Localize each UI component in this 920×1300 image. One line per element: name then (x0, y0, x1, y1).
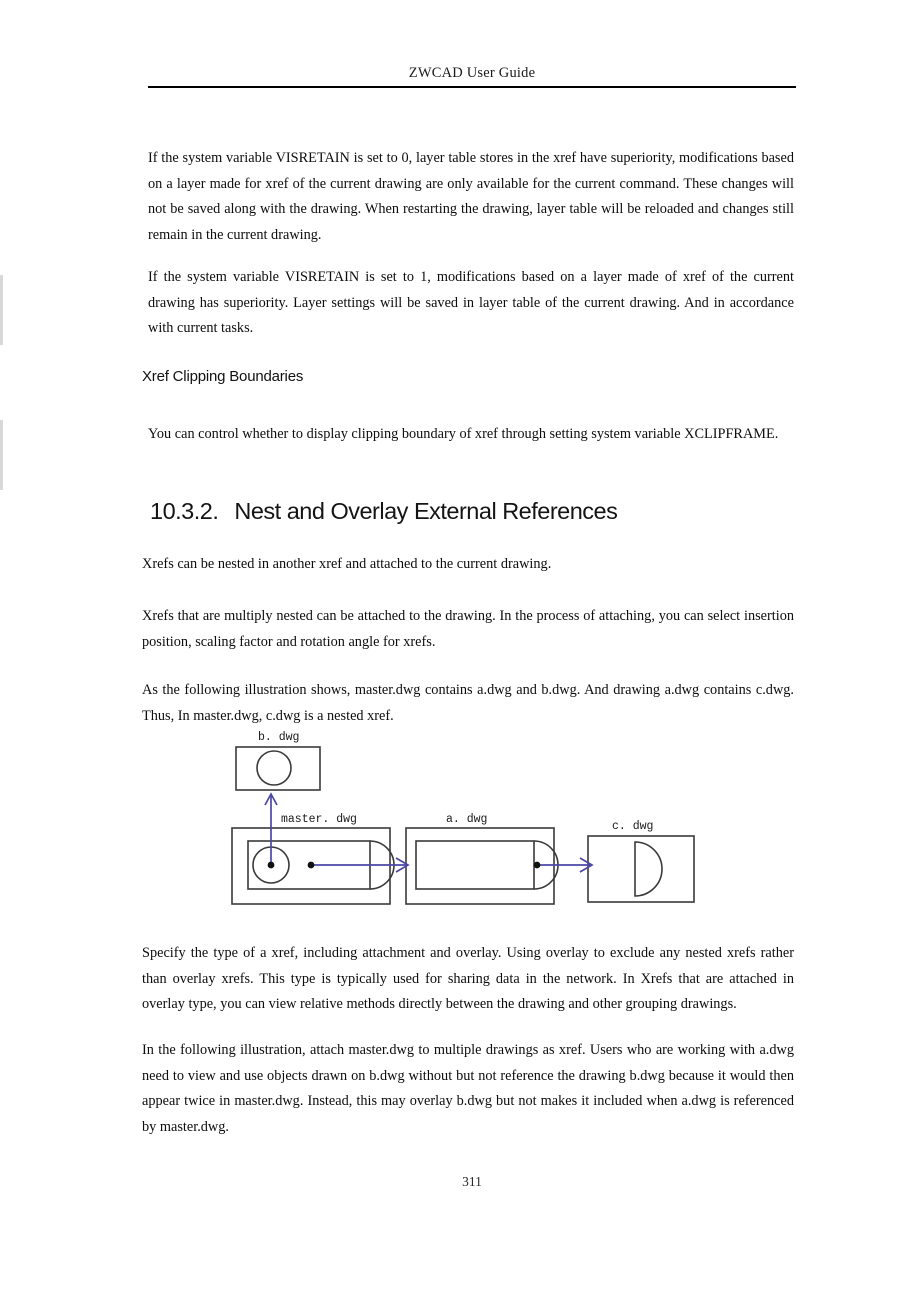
xref-nesting-diagram: b. dwg master. dwg a. dwg c. dwg (224, 726, 702, 916)
b-dwg-box (235, 746, 321, 791)
label-master-dwg: master. dwg (281, 813, 357, 826)
a-dwg-insertion-dot (533, 861, 541, 869)
label-b-dwg: b. dwg (258, 731, 299, 744)
paragraph-illustration-intro: As the following illustration shows, mas… (142, 682, 794, 724)
header-title: ZWCAD User Guide (408, 65, 536, 81)
a-dwg-inner-box (415, 840, 535, 890)
page-header: ZWCAD User Guide (148, 64, 796, 82)
paragraph-xrefs-nested: Xrefs can be nested in another xref and … (142, 556, 552, 572)
master-insertion-dot-circle (267, 861, 275, 869)
label-a-dwg: a. dwg (446, 813, 487, 826)
arrowhead-a-dwg (395, 857, 410, 873)
paragraph-multiply-nested: Xrefs that are multiply nested can be at… (142, 608, 794, 650)
subheading-xref-clipping-boundaries: Xref Clipping Boundaries (142, 368, 304, 385)
section-heading: 10.3.2. Nest and Overlay External Referen… (150, 498, 618, 525)
paragraph-xclipframe: You can control whether to display clipp… (148, 426, 779, 442)
c-dwg-box (587, 835, 695, 903)
page-footer: 311 (148, 1173, 796, 1191)
master-dwg-outer-box (231, 827, 391, 905)
arrowhead-c-dwg (579, 857, 594, 873)
page-number: 311 (462, 1174, 482, 1189)
section-number: 10.3.2. (150, 498, 219, 524)
section-title: Nest and Overlay External References (234, 498, 618, 524)
b-dwg-circle (256, 750, 292, 786)
a-dwg-outer-box (405, 827, 555, 905)
c-dwg-d-shape (634, 841, 663, 897)
paragraph-overlay-explanation: In the following illustration, attach ma… (142, 1042, 794, 1135)
paragraph-visretain-zero: If the system variable VISRETAIN is set … (148, 150, 794, 243)
page-edge-mark (0, 275, 3, 345)
header-divider (148, 86, 796, 88)
paragraph-xref-type: Specify the type of a xref, including at… (142, 945, 794, 1012)
paragraph-visretain-one: If the system variable VISRETAIN is set … (148, 269, 794, 336)
label-c-dwg: c. dwg (612, 820, 653, 833)
page-edge-mark (0, 420, 3, 490)
master-insertion-dot-right (307, 861, 315, 869)
arrowhead-b-dwg (264, 792, 278, 806)
